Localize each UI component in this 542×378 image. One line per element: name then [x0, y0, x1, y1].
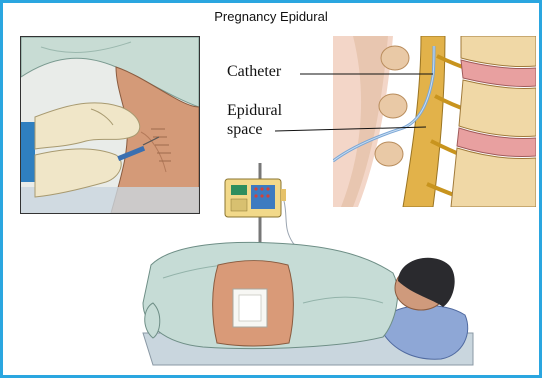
- needle-insertion-illustration: [21, 37, 199, 213]
- spine-illustration: [333, 36, 536, 207]
- spine-cross-section: [333, 36, 536, 207]
- diagram-title: Pregnancy Epidural: [3, 9, 539, 24]
- label-catheter: Catheter: [227, 63, 281, 81]
- label-epidural-line1: Epidural: [227, 102, 282, 120]
- label-epidural-line2: space: [227, 121, 263, 139]
- needle-insertion-inset: [20, 36, 200, 214]
